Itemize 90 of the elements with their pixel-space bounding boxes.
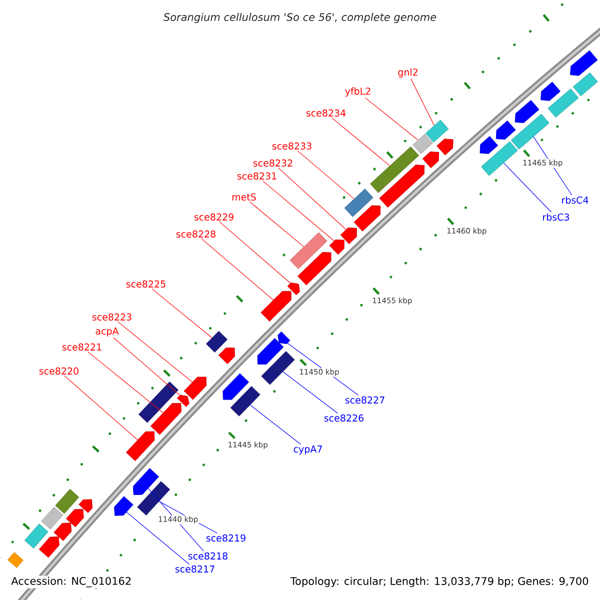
leader-line [364,98,418,140]
gene-block [54,522,72,541]
leader-line [148,488,204,552]
feature-box [8,552,24,568]
gene-label: yfbL2 [345,87,370,97]
gene-label: metS [232,193,256,201]
gene-label: sce8219 [206,534,246,542]
leader-line [88,352,164,414]
gene-block [340,228,357,244]
gene-block [540,82,561,101]
gene-block [184,376,207,400]
gene-label: sce8232 [253,159,292,167]
gene-block [496,120,516,140]
gene-label: sce8234 [306,109,346,117]
gene-block [222,373,249,400]
gene-label: rbsC4 [562,196,588,204]
title: Sorangium cellulosum 'So ce 56', complete genome [164,12,436,24]
feature-box [230,386,260,416]
gene-block [379,164,425,208]
footer-text: Topology: circular; Length: 13,033,779 bp; Genes: 9,700 [289,576,590,588]
leader-line [113,337,180,396]
feature-box [290,232,328,270]
gene-block [66,508,84,528]
leader-line [250,404,302,445]
leader-line [262,180,334,242]
gene-block [329,240,344,255]
footer-text: Accession: NC_010162 [10,576,133,588]
gene-block [298,252,332,286]
gene-block [278,332,290,344]
gene-block [177,394,190,407]
gene-block [422,152,440,168]
leader-line [282,371,338,414]
leader-line [503,162,552,212]
gene-label: sce8228 [176,230,216,238]
gene-label: sce8225 [126,280,166,288]
gene-block [114,496,134,516]
leader-line [410,78,434,126]
gene-label: sce8233 [272,142,312,150]
gene-block [132,468,159,496]
leader-line [533,136,572,196]
gene-block [260,290,292,322]
feature-box [412,134,433,154]
feature-box [481,141,518,176]
leader-line [118,322,193,382]
leader-line [201,238,274,300]
gene-block [287,282,300,296]
gene-block [218,348,235,364]
feature-box [138,382,178,423]
gene-block [436,138,454,156]
feature-box [572,72,598,96]
leader-line [249,202,304,247]
leader-line [64,376,138,440]
gene-label: sce8220 [39,367,78,375]
leader-line [219,222,291,284]
gene-label: sce8218 [188,552,228,560]
feature-box [137,481,170,516]
gene-block [38,536,60,558]
gene-block [126,431,155,462]
gene-label: sce8226 [324,414,364,422]
gene-block [354,205,381,232]
feature-box [510,114,550,150]
gene-label: acpA [96,328,119,336]
leader-line [297,150,354,200]
feature-box [548,88,579,118]
leader-line [126,512,190,565]
feature-box [55,488,80,514]
gene-label: sce8227 [345,396,384,404]
gene-block [480,136,498,154]
feature-box [41,506,64,530]
gene-label: sce8221 [62,343,102,351]
gene-label: sce8217 [175,565,214,573]
leader-line [278,168,346,230]
gene-label: sce8223 [92,313,132,321]
gene-label: cypA7 [294,446,322,454]
gene-block [257,338,284,365]
gene-label: rbsC3 [543,213,570,221]
gene-block [78,499,93,513]
feature-box [344,188,374,217]
gene-block [514,100,540,124]
gene-block [570,50,598,76]
gene-label: gnl2 [398,68,418,78]
gene-label: sce8229 [194,213,234,221]
gene-label: sce8231 [237,172,276,180]
gene-block [150,403,182,435]
feature-box [370,146,420,193]
feature-box [206,330,228,353]
feature-box [261,351,295,385]
feature-box [24,524,48,549]
leader-line [152,288,212,338]
feature-box [425,120,449,142]
